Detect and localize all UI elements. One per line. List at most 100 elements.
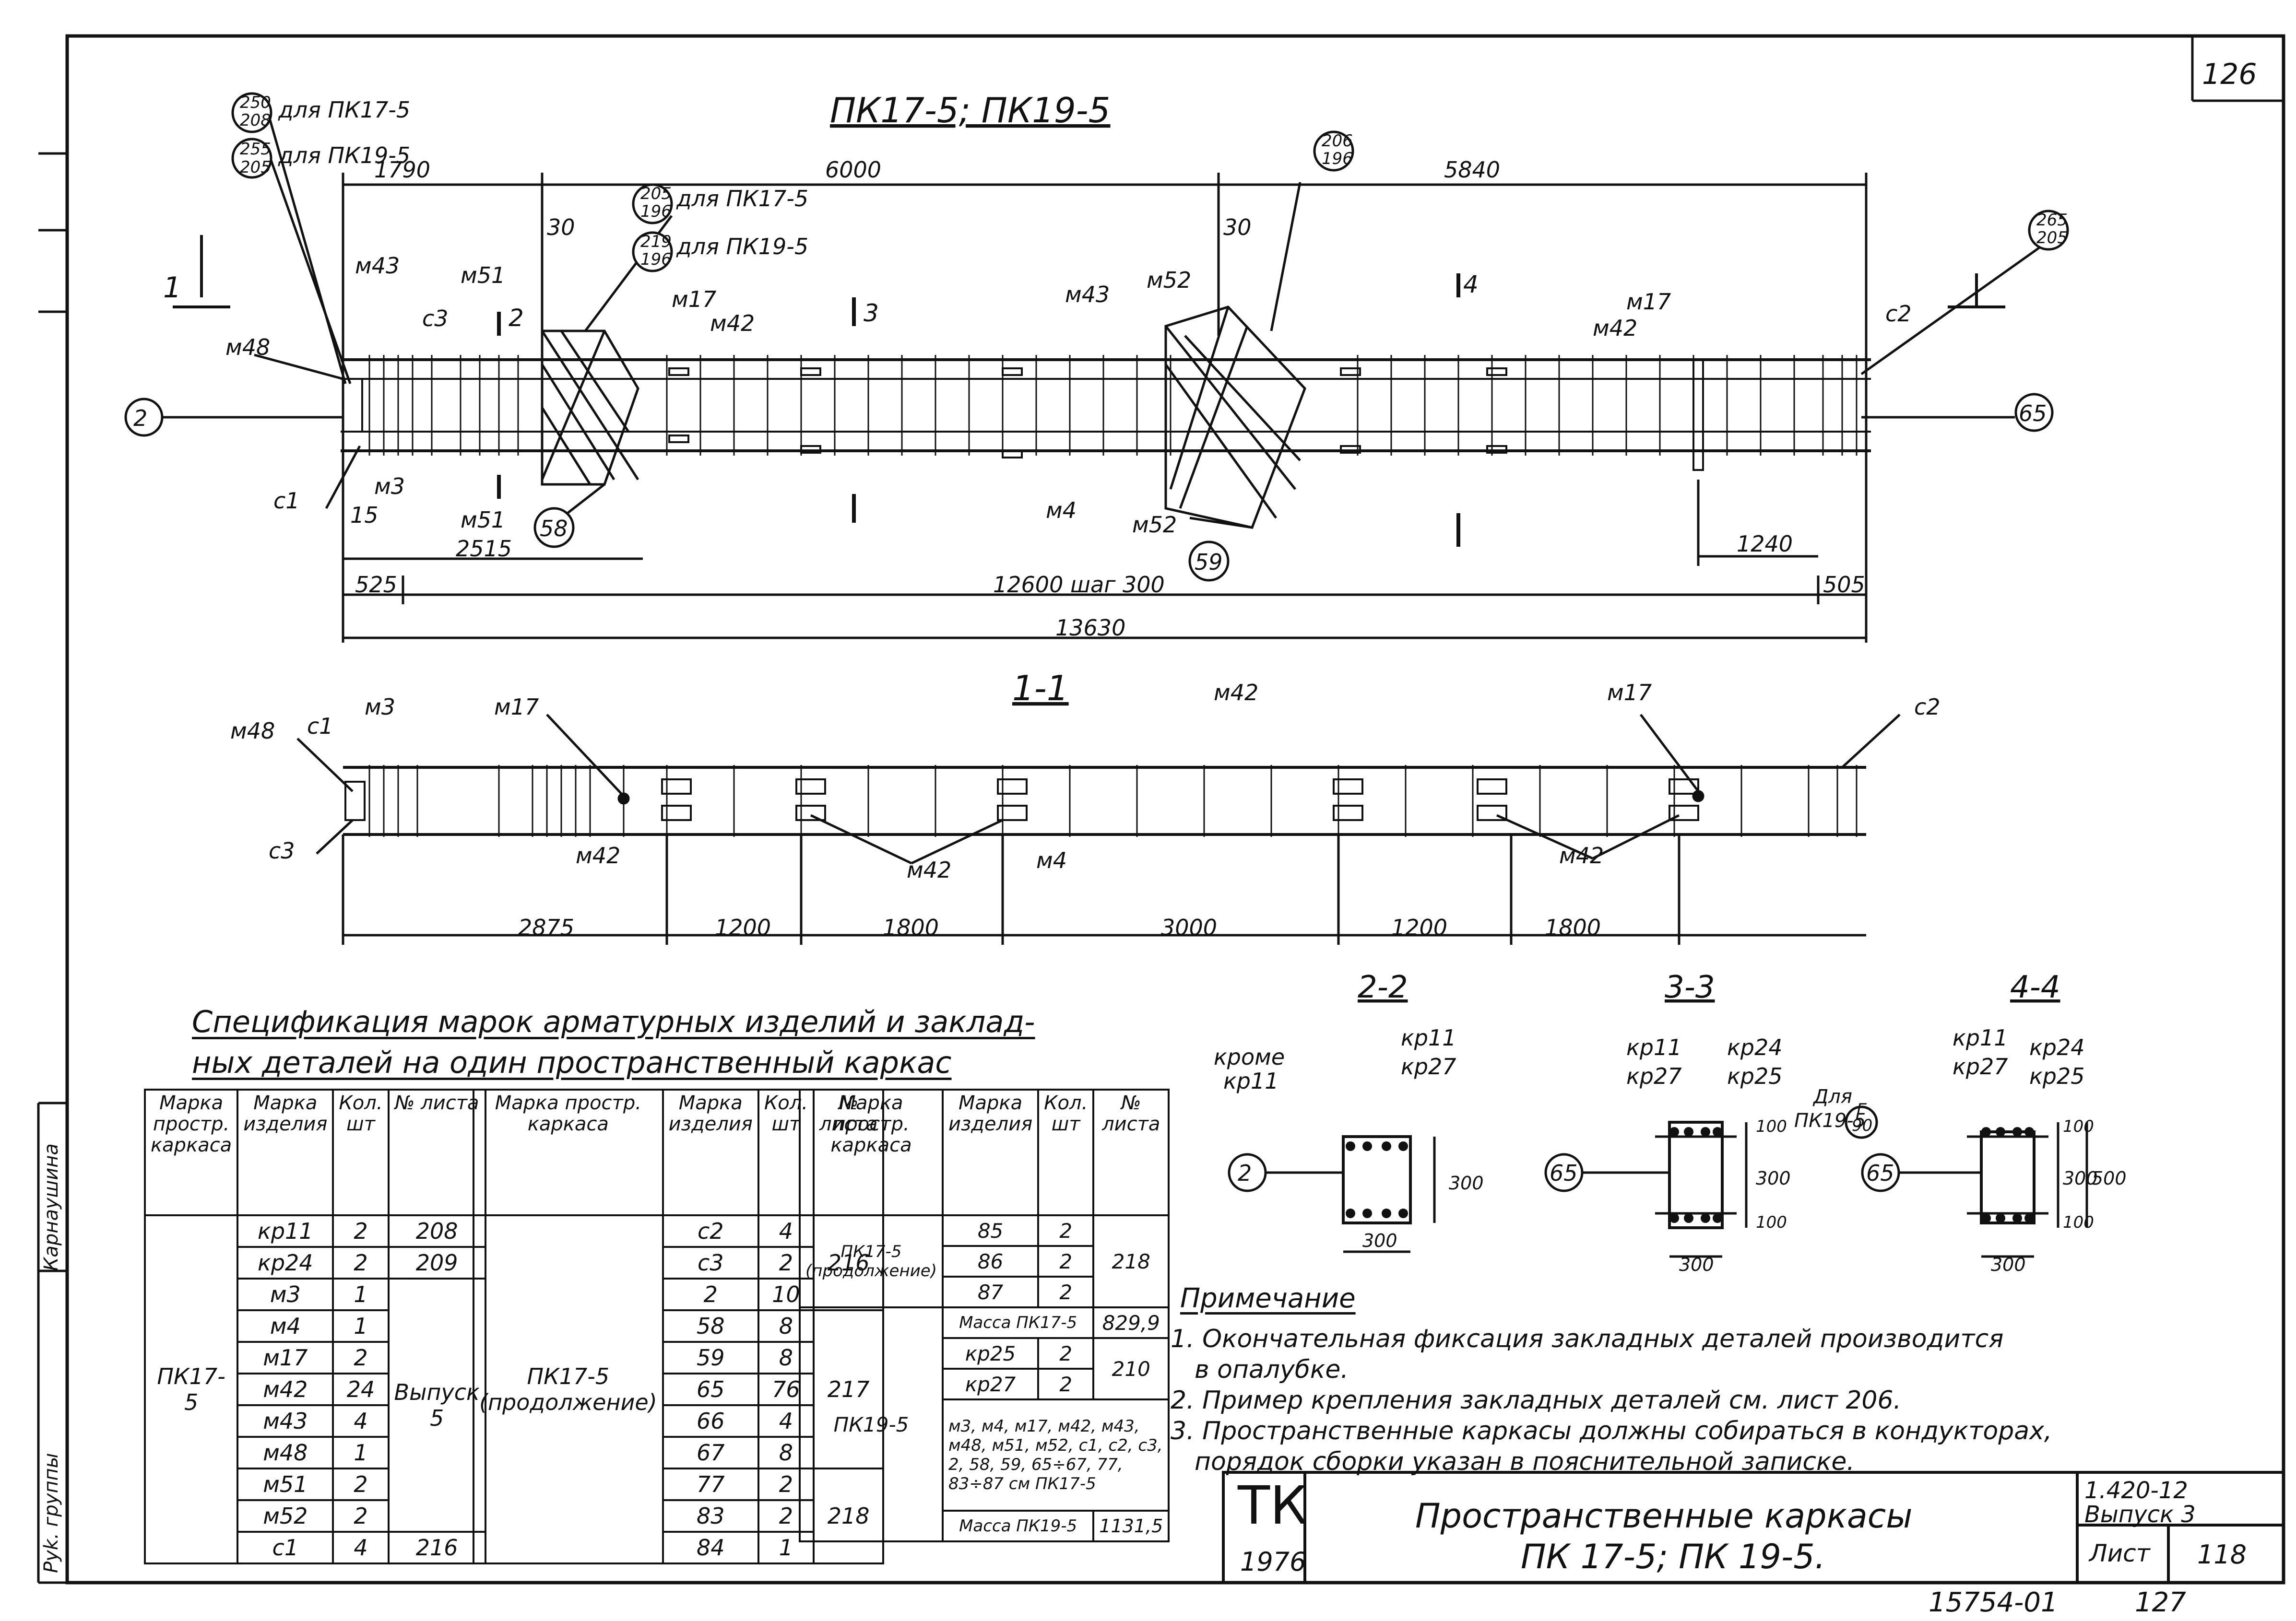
svg-text:4-4: 4-4 [2010, 970, 2060, 1005]
svg-text:кр11: кр11 [1953, 1025, 2008, 1051]
svg-text:505: 505 [1823, 572, 1865, 598]
svg-text:м4: м4 [1046, 497, 1077, 523]
svg-text:208: 208 [240, 111, 271, 130]
svg-text:58: 58 [540, 516, 568, 541]
svg-text:кр25: кр25 [2029, 1063, 2085, 1089]
sheet-label: Лист [2089, 1539, 2150, 1567]
svg-text:1: 1 [163, 271, 181, 305]
svg-text:м3: м3 [365, 694, 395, 720]
svg-text:кр24: кр24 [1727, 1034, 1783, 1060]
sheet-number: 118 [2197, 1539, 2247, 1570]
svg-text:15754-01: 15754-01 [1929, 1587, 2058, 1618]
tk-stamp: ТК [1238, 1475, 1308, 1536]
svg-text:м42: м42 [1593, 315, 1637, 341]
svg-text:300: 300 [1756, 1168, 1791, 1189]
svg-text:м43: м43 [1065, 282, 1110, 307]
svg-text:ПК19-5: ПК19-5 [1794, 1110, 1866, 1132]
svg-text:2: 2 [133, 405, 147, 431]
circle-2 [124, 398, 164, 437]
svg-text:2: 2 [509, 304, 524, 332]
svg-text:для ПК19-5: для ПК19-5 [278, 142, 410, 168]
svg-text:с3: с3 [422, 305, 449, 331]
svg-text:м42: м42 [710, 310, 755, 336]
svg-text:59: 59 [1195, 549, 1223, 575]
title-block-frame [1222, 1471, 2285, 1584]
svg-text:м42: м42 [1214, 680, 1258, 705]
svg-text:Карнаушина: Карнаушина [40, 1143, 62, 1271]
svg-text:250: 250 [240, 93, 271, 112]
svg-text:м17: м17 [1626, 289, 1671, 315]
svg-text:с1: с1 [273, 488, 300, 514]
svg-text:м51: м51 [461, 507, 505, 533]
svg-text:196: 196 [1322, 149, 1353, 168]
svg-text:м48: м48 [230, 718, 275, 744]
svg-text:100: 100 [1756, 1213, 1787, 1232]
svg-text:90: 90 [1852, 1116, 1872, 1135]
svg-text:с2: с2 [1885, 301, 1912, 327]
svg-text:100: 100 [2063, 1117, 2094, 1136]
svg-text:Для: Для [1812, 1086, 1852, 1108]
svg-text:265: 265 [2036, 211, 2068, 230]
svg-text:1790: 1790 [374, 157, 430, 183]
svg-text:м42: м42 [1559, 843, 1604, 869]
drawing-name-2: ПК 17-5; ПК 19-5. [1521, 1537, 1825, 1576]
svg-text:196: 196 [640, 250, 672, 269]
circle-65 [2014, 393, 2054, 432]
svg-text:1800: 1800 [1545, 915, 1601, 940]
svg-text:м17: м17 [494, 694, 539, 720]
svg-text:с3: с3 [269, 838, 295, 864]
svg-text:кр27: кр27 [1626, 1063, 1682, 1089]
svg-text:12600 шаг 300: 12600 шаг 300 [993, 572, 1165, 598]
svg-text:300: 300 [2063, 1168, 2098, 1189]
svg-text:кр25: кр25 [1727, 1063, 1783, 1089]
svg-text:3000: 3000 [1161, 915, 1217, 940]
t1-frame: ПК17-5 [143, 1214, 239, 1564]
svg-text:2515: 2515 [456, 536, 512, 562]
circle-59 [1188, 540, 1230, 582]
svg-text:1240: 1240 [1737, 531, 1793, 557]
svg-text:300: 300 [1679, 1254, 1714, 1275]
svg-text:1200: 1200 [1391, 915, 1447, 940]
section-1-1 [296, 714, 1901, 945]
svg-text:65: 65 [2019, 400, 2047, 426]
plan-title: ПК17-5; ПК19-5 [830, 90, 1110, 130]
plan-view [163, 115, 2045, 643]
svg-text:205: 205 [240, 158, 271, 177]
svg-text:300: 300 [1362, 1230, 1397, 1251]
svg-text:1800: 1800 [883, 915, 939, 940]
spec-title-line1: Спецификация марок арматурных изделий и … [192, 1004, 1035, 1039]
svg-text:с1: с1 [307, 713, 333, 739]
svg-text:м3: м3 [374, 473, 405, 499]
circle-58 [533, 507, 575, 548]
svg-text:5840: 5840 [1444, 157, 1500, 183]
svg-text:2: 2 [1238, 1160, 1252, 1186]
section-1-1-title: 1-1 [1012, 668, 1069, 708]
svg-text:206: 206 [1322, 131, 1353, 151]
svg-text:525: 525 [355, 572, 397, 598]
svg-text:3: 3 [864, 299, 879, 327]
svg-text:с2: с2 [1914, 694, 1941, 720]
svg-text:30: 30 [1223, 214, 1252, 240]
svg-text:м42: м42 [576, 843, 620, 869]
svg-text:127: 127 [2135, 1587, 2186, 1618]
svg-text:65: 65 [1550, 1160, 1578, 1186]
svg-text:м4: м4 [1036, 847, 1067, 873]
svg-text:300: 300 [1449, 1173, 1484, 1194]
svg-text:13630: 13630 [1055, 615, 1125, 641]
svg-text:196: 196 [640, 202, 672, 221]
svg-text:м42: м42 [907, 857, 951, 883]
svg-text:кр27: кр27 [1953, 1054, 2008, 1080]
svg-text:м51: м51 [461, 262, 505, 288]
svg-text:205: 205 [640, 184, 672, 203]
svg-text:6000: 6000 [825, 157, 881, 183]
svg-text:кр27: кр27 [1401, 1054, 1456, 1080]
svg-text:кроме: кроме [1214, 1044, 1285, 1070]
svg-text:кр11: кр11 [1223, 1068, 1279, 1094]
svg-text:205: 205 [2036, 228, 2068, 247]
svg-text:м52: м52 [1132, 512, 1177, 538]
svg-text:3-3: 3-3 [1665, 970, 1715, 1005]
svg-text:500: 500 [2092, 1168, 2127, 1189]
svg-text:4: 4 [1463, 270, 1479, 298]
